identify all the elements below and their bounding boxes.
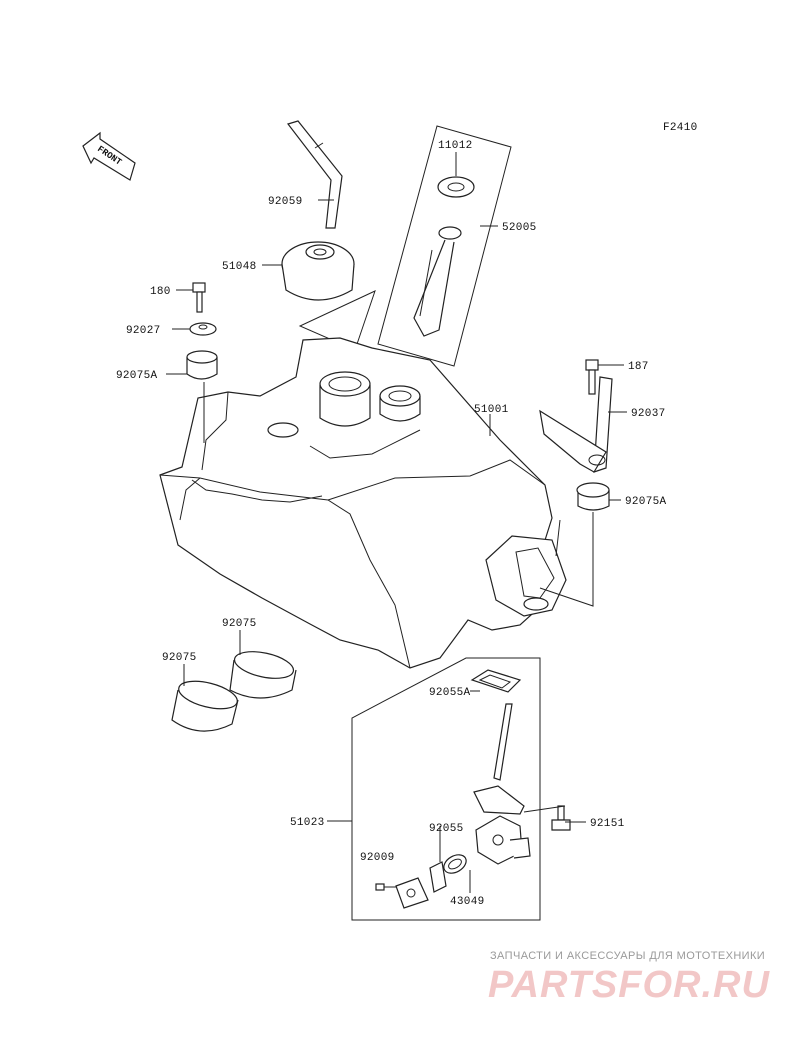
breather-hose-part bbox=[286, 120, 343, 229]
label-92075A-right: 92075A bbox=[625, 496, 667, 508]
label-92009: 92009 bbox=[360, 852, 395, 864]
bolt-187-part bbox=[585, 359, 599, 395]
label-92075A-left: 92075A bbox=[116, 370, 158, 382]
fuel-tank-part bbox=[159, 337, 567, 669]
bolt-180-part bbox=[192, 282, 206, 313]
gauge-callout-box bbox=[377, 125, 512, 367]
label-92055A: 92055A bbox=[429, 687, 471, 699]
fuel-cock-plate-part bbox=[395, 877, 429, 909]
damper-right-part bbox=[576, 482, 610, 511]
label-92151: 92151 bbox=[590, 818, 625, 830]
spacer-a-part bbox=[229, 651, 297, 699]
watermark-tagline: ЗАПЧАСТИ И АКСЕССУАРЫ ДЛЯ МОТОТЕХНИКИ bbox=[490, 950, 766, 962]
leader-lines bbox=[166, 152, 627, 893]
label-52005: 52005 bbox=[502, 222, 537, 234]
bracket-part bbox=[539, 376, 613, 473]
front-arrow-icon: FRONT bbox=[82, 131, 136, 181]
label-92055: 92055 bbox=[429, 823, 464, 835]
fuel-cock-callout-box bbox=[351, 657, 541, 921]
fuel-gauge-part bbox=[413, 226, 462, 337]
label-51001: 51001 bbox=[474, 404, 509, 416]
label-43049: 43049 bbox=[450, 896, 485, 908]
diagram-code: F2410 bbox=[663, 122, 698, 134]
fuel-cock-screw-part bbox=[375, 883, 396, 891]
label-92075-b: 92075 bbox=[162, 652, 197, 664]
label-92027: 92027 bbox=[126, 325, 161, 337]
fuel-cock-oring-part bbox=[443, 854, 467, 874]
label-51023: 51023 bbox=[290, 817, 325, 829]
fuel-cap-part bbox=[281, 241, 355, 301]
label-11012: 11012 bbox=[438, 140, 473, 152]
damper-left-part bbox=[186, 350, 218, 380]
fuel-cock-lever-part bbox=[429, 861, 447, 893]
label-180: 180 bbox=[150, 286, 171, 298]
label-187: 187 bbox=[628, 361, 649, 373]
label-51048: 51048 bbox=[222, 261, 257, 273]
gasket-part bbox=[437, 176, 475, 198]
label-92075-a: 92075 bbox=[222, 618, 257, 630]
label-92059: 92059 bbox=[268, 196, 303, 208]
cap-pointer-lines bbox=[298, 290, 376, 351]
collar-part bbox=[189, 322, 217, 336]
spacer-b-part bbox=[171, 680, 239, 732]
fuel-cock-part bbox=[473, 703, 531, 865]
bolt-92151-part bbox=[551, 805, 571, 831]
label-92037: 92037 bbox=[631, 408, 666, 420]
fuel-cock-gasket-part bbox=[470, 669, 522, 693]
watermark-logo: PARTSFOR.RU bbox=[488, 964, 770, 1006]
